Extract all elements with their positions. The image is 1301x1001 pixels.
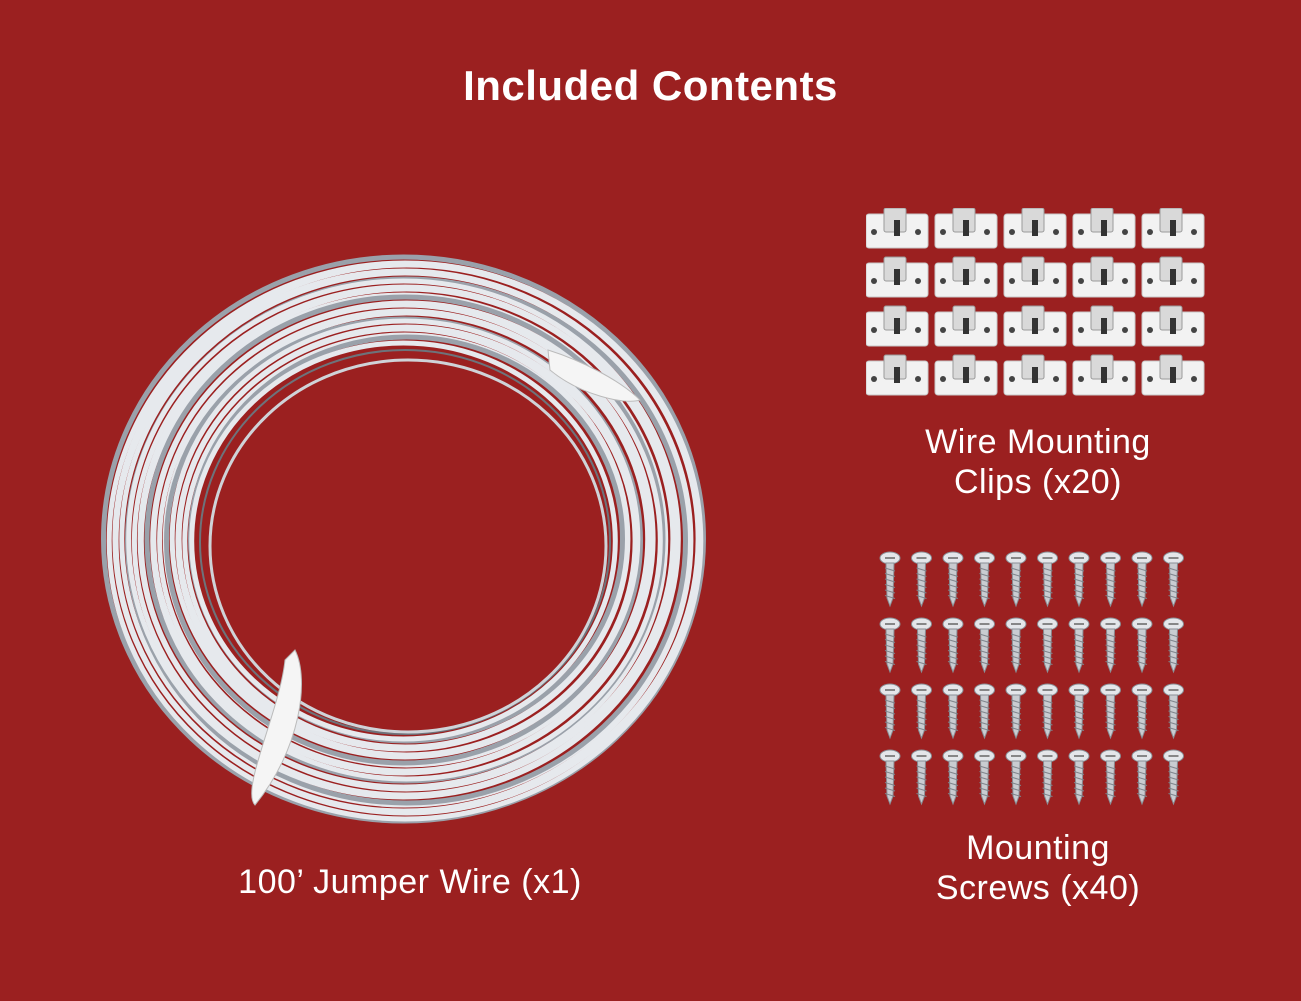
- mounting-screw: [879, 749, 901, 806]
- mounting-screw: [1068, 551, 1090, 608]
- mounting-clip: [934, 305, 998, 347]
- mounting-screw: [1131, 617, 1153, 674]
- mounting-screw: [942, 683, 964, 740]
- mounting-screw: [942, 551, 964, 608]
- page-title: Included Contents: [463, 62, 838, 109]
- mounting-clip: [934, 354, 998, 396]
- mounting-screw: [942, 617, 964, 674]
- mounting-screw: [1163, 749, 1184, 806]
- mounting-screw: [1005, 749, 1027, 806]
- mounting-clip: [1003, 256, 1067, 298]
- mounting-clip: [865, 354, 929, 396]
- mounting-clip: [865, 305, 929, 347]
- mounting-screw: [879, 683, 901, 740]
- mounting-screw: [1005, 683, 1027, 740]
- mounting-screw: [1131, 749, 1153, 806]
- mounting-screw: [1131, 551, 1153, 608]
- mounting-screw: [911, 749, 932, 806]
- mounting-screw: [1068, 617, 1090, 674]
- wire-coil-icon: [101, 254, 706, 824]
- screw-icon: [879, 551, 1184, 806]
- mounting-screw: [1005, 617, 1027, 674]
- mounting-clip: [1072, 256, 1136, 298]
- mounting-screw: [1005, 551, 1027, 608]
- mounting-screw: [879, 617, 901, 674]
- mounting-clip-icon: [865, 207, 1205, 396]
- mounting-screws-label-line2: Screws (x40): [935, 869, 1141, 907]
- mounting-screw: [1100, 551, 1121, 608]
- mounting-clips-label-line1: Wire Mounting: [925, 423, 1151, 461]
- mounting-screws-label-line1: Mounting: [966, 829, 1110, 867]
- mounting-screw: [911, 683, 932, 740]
- mounting-screw: [1163, 617, 1184, 674]
- mounting-screw: [1163, 551, 1184, 608]
- mounting-clips-image: [865, 207, 1212, 404]
- mounting-screw: [1131, 683, 1153, 740]
- mounting-screw: [1163, 683, 1184, 740]
- mounting-screw: [1037, 551, 1058, 608]
- mounting-screw: [1037, 683, 1058, 740]
- mounting-clip: [1072, 354, 1136, 396]
- mounting-clips-label: Wire Mounting Clips (x20): [860, 422, 1216, 502]
- mounting-screw: [911, 551, 932, 608]
- mounting-screw: [1100, 749, 1121, 806]
- mounting-clip: [1003, 354, 1067, 396]
- mounting-screw: [974, 749, 995, 806]
- mounting-screw: [942, 749, 964, 806]
- mounting-clip: [1141, 256, 1205, 298]
- mounting-screw: [1068, 749, 1090, 806]
- mounting-clip: [865, 207, 929, 249]
- mounting-clip: [1003, 305, 1067, 347]
- mounting-screw: [974, 551, 995, 608]
- mounting-screws-label: Mounting Screws (x40): [860, 828, 1216, 908]
- mounting-screw: [1100, 617, 1121, 674]
- mounting-clip: [865, 256, 929, 298]
- mounting-screw: [1100, 683, 1121, 740]
- mounting-clip: [934, 256, 998, 298]
- mounting-clip: [1141, 207, 1205, 249]
- mounting-clip: [1141, 354, 1205, 396]
- mounting-clip: [1003, 207, 1067, 249]
- mounting-clip: [1141, 305, 1205, 347]
- jumper-wire-label: 100’ Jumper Wire (x1): [238, 863, 582, 901]
- mounting-clip: [1072, 305, 1136, 347]
- mounting-screw: [911, 617, 932, 674]
- mounting-clip: [1072, 207, 1136, 249]
- mounting-screw: [974, 683, 995, 740]
- mounting-screw: [974, 617, 995, 674]
- mounting-screw: [1037, 617, 1058, 674]
- mounting-screws-image: [878, 548, 1198, 818]
- mounting-screw: [1068, 683, 1090, 740]
- mounting-clip: [934, 207, 998, 249]
- wire-coil-image: [80, 230, 740, 850]
- mounting-screw: [879, 551, 901, 608]
- mounting-screw: [1037, 749, 1058, 806]
- mounting-clips-label-line2: Clips (x20): [954, 463, 1122, 501]
